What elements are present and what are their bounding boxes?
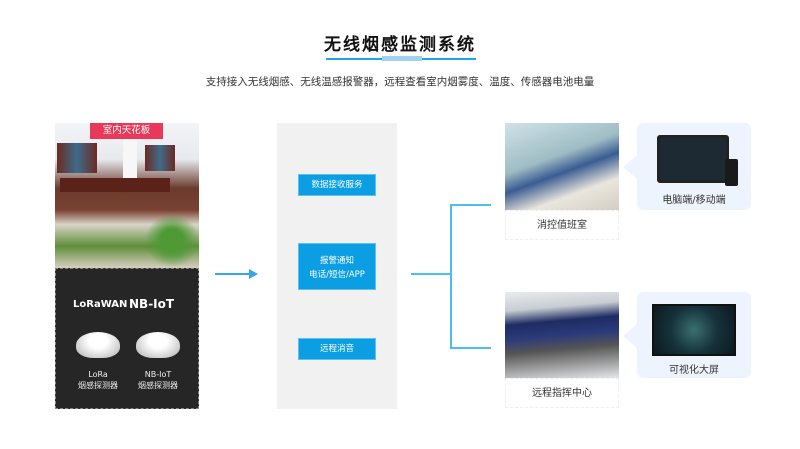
detector-name: 烟感探测器 xyxy=(138,381,178,390)
nbiot-detector-image xyxy=(136,332,180,358)
lora-detector-image xyxy=(76,332,120,358)
lorawan-logo: LoRaWAN xyxy=(73,299,128,310)
connector-line xyxy=(450,204,491,206)
arrow-head-icon xyxy=(249,269,258,279)
pc-mobile-card: 电脑端/移动端 xyxy=(623,123,751,210)
nbiot-logo: NB-IoT xyxy=(129,297,175,311)
detector-type: LoRa xyxy=(88,370,108,379)
remote-mute: 远程消音 xyxy=(298,338,376,360)
alarm-title: 报警通知 xyxy=(319,256,354,266)
page-title: 无线烟感监测系统 xyxy=(324,35,476,55)
services-panel: 数据接收服务 报警通知电话/短信/APP 远程消音 xyxy=(277,123,397,409)
connector-line xyxy=(411,273,451,275)
alarm-notification: 报警通知电话/短信/APP xyxy=(298,243,376,290)
big-screen-card: 可视化大屏 xyxy=(623,292,751,378)
flow-arrow xyxy=(215,273,251,275)
ceiling-label: 室内天花板 xyxy=(90,123,163,139)
command-center-caption: 远程指挥中心 xyxy=(505,378,619,408)
pc-mobile-caption: 电脑端/移动端 xyxy=(662,195,726,206)
data-receive-service: 数据接收服务 xyxy=(298,174,376,196)
big-screen-caption: 可视化大屏 xyxy=(669,365,719,376)
nbiot-detector-label: NB-IoT 烟感探测器 xyxy=(128,369,188,391)
phone-image xyxy=(725,159,738,186)
ceiling-room-photo xyxy=(55,123,199,268)
command-center-photo xyxy=(505,292,619,378)
sensor-panel: 室内天花板 LoRaWAN NB-IoT LoRa 烟感探测器 NB-IoT 烟感探… xyxy=(55,123,199,409)
connector-line xyxy=(450,204,452,349)
laptop-image xyxy=(657,135,729,183)
connector-line xyxy=(450,347,491,349)
fire-control-room-photo xyxy=(505,123,619,210)
detector-type: NB-IoT xyxy=(144,370,172,379)
alarm-channels: 电话/短信/APP xyxy=(309,270,365,280)
lora-detector-label: LoRa 烟感探测器 xyxy=(68,369,128,391)
page-subtitle: 支持接入无线烟感、无线温感报警器，远程查看室内烟雾度、温度、传感器电池电量 xyxy=(205,76,595,88)
fire-control-room-caption: 消控值班室 xyxy=(505,210,619,240)
big-screen-image xyxy=(652,304,736,356)
title-underline-accent xyxy=(382,56,422,61)
detectors-box: LoRaWAN NB-IoT LoRa 烟感探测器 NB-IoT 烟感探测器 xyxy=(55,268,199,409)
detector-name: 烟感探测器 xyxy=(78,381,118,390)
